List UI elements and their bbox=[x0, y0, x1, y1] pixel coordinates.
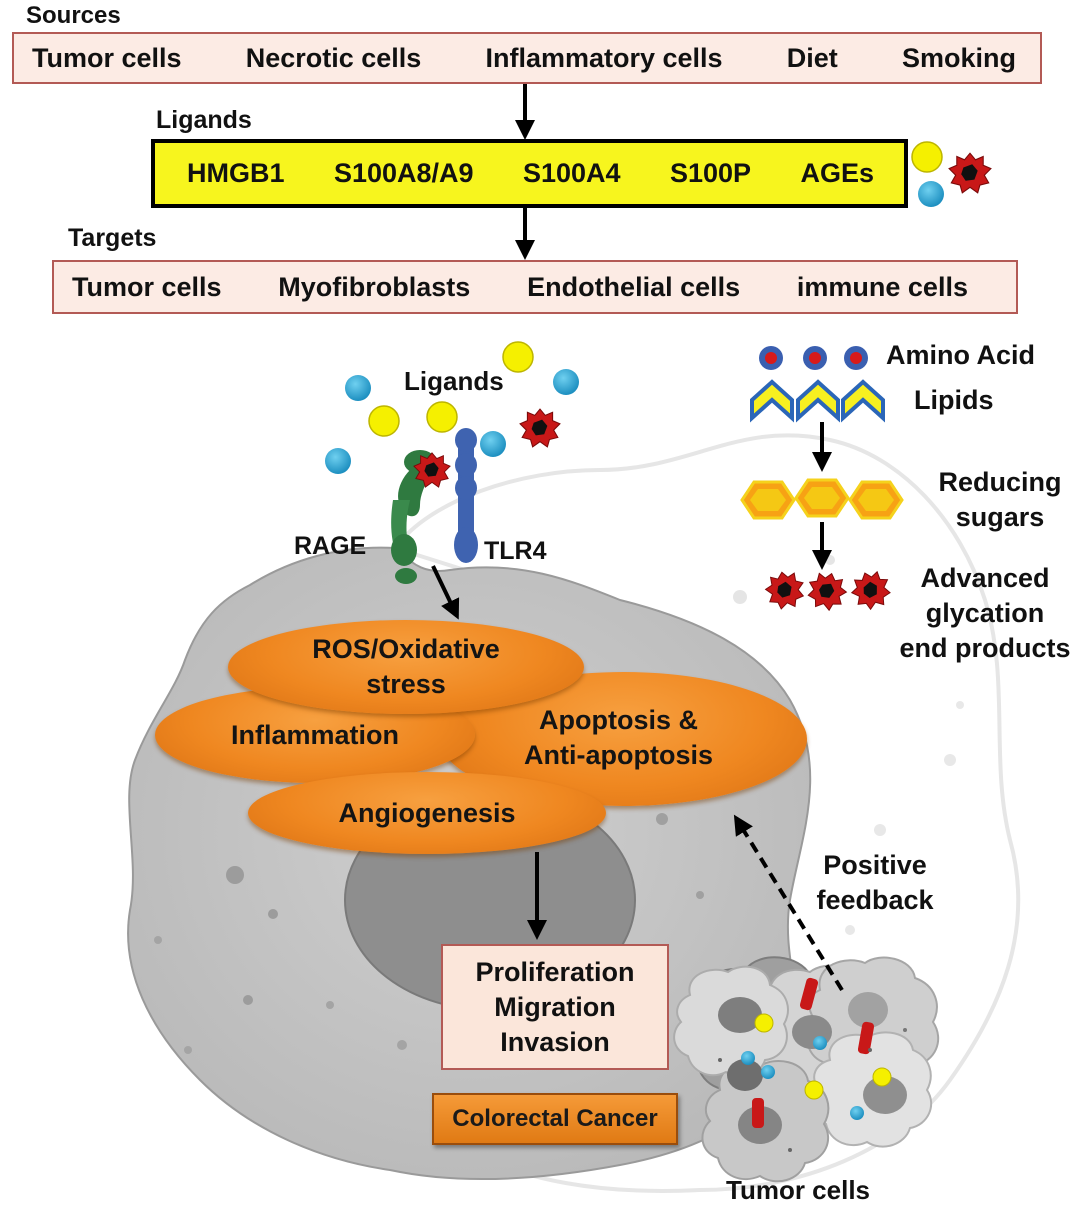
ligand-item: S100P bbox=[669, 158, 752, 188]
outcome-item: Invasion bbox=[500, 1026, 610, 1057]
advanced-line1: Advanced bbox=[920, 563, 1050, 593]
source-item: Inflammatory cells bbox=[485, 42, 723, 73]
sources-box: Tumor cells Necrotic cells Inflammatory … bbox=[12, 32, 1042, 84]
ligand-item: S100A8/A9 bbox=[333, 158, 474, 188]
amino-acid-icons bbox=[759, 346, 868, 370]
reducing-line1: Reducing bbox=[938, 467, 1062, 497]
lipid-icons bbox=[750, 380, 885, 420]
targets-title: Targets bbox=[68, 224, 157, 252]
outcome-item: Proliferation bbox=[475, 956, 635, 987]
legend-age-ligand bbox=[948, 152, 992, 194]
source-item: Necrotic cells bbox=[245, 42, 422, 73]
reducing-sugars-label: Reducing sugars bbox=[920, 465, 1080, 535]
tlr4-label: TLR4 bbox=[484, 537, 547, 565]
ligands-box: HMGB1 S100A8/A9 S100A4 S100P AGEs bbox=[151, 139, 908, 208]
colorectal-cancer-label: Colorectal Cancer bbox=[452, 1105, 658, 1132]
target-item: Endothelial cells bbox=[527, 271, 741, 302]
colorectal-cancer-box: Colorectal Cancer bbox=[432, 1093, 678, 1145]
advanced-line3: end products bbox=[899, 633, 1071, 663]
reducing-sugar-icons bbox=[740, 478, 904, 520]
target-item: Myofibroblasts bbox=[278, 271, 471, 302]
receptor-to-ros-arrow bbox=[431, 565, 460, 620]
ros-line1: ROS/Oxidative bbox=[312, 634, 500, 664]
tlr4-receptor bbox=[454, 428, 478, 563]
advanced-line2: glycation bbox=[925, 598, 1045, 628]
rage-receptor bbox=[391, 450, 451, 584]
positive-feedback-label: Positive feedback bbox=[800, 848, 950, 918]
apoptosis-line2: Anti-apoptosis bbox=[524, 740, 713, 770]
inflammation-label: Inflammation bbox=[230, 719, 399, 750]
tumor-cells-label: Tumor cells bbox=[726, 1175, 871, 1205]
apoptosis-line1: Apoptosis & bbox=[539, 705, 698, 735]
amino-acid-label: Amino Acid bbox=[886, 340, 1036, 370]
source-item: Tumor cells bbox=[32, 42, 182, 73]
outcomes-box: Proliferation Migration Invasion bbox=[441, 944, 669, 1070]
ligand-item: HMGB1 bbox=[187, 158, 285, 188]
target-item: immune cells bbox=[796, 271, 968, 302]
legend-blue-ligand bbox=[918, 181, 944, 207]
feedback-line1: Positive bbox=[823, 850, 927, 880]
feedback-line2: feedback bbox=[816, 885, 934, 915]
outcome-item: Migration bbox=[494, 991, 616, 1022]
targets-box: Tumor cells Myofibroblasts Endothelial c… bbox=[52, 260, 1018, 314]
reducing-line2: sugars bbox=[955, 502, 1045, 532]
sources-title: Sources bbox=[26, 2, 121, 29]
ligands-title: Ligands bbox=[156, 106, 252, 134]
angiogenesis-label: Angiogenesis bbox=[338, 797, 516, 828]
ligand-item: S100A4 bbox=[522, 158, 621, 188]
ros-line2: stress bbox=[366, 669, 446, 699]
ligand-item: AGEs bbox=[800, 158, 874, 188]
source-item: Smoking bbox=[901, 42, 1016, 73]
age-products-label: Advanced glycation end products bbox=[890, 561, 1080, 666]
lipids-label: Lipids bbox=[914, 385, 994, 415]
tumor-cell-cluster bbox=[673, 956, 940, 1183]
source-item: Diet bbox=[786, 42, 838, 73]
legend-yellow-ligand bbox=[911, 141, 943, 173]
positive-feedback-arrow bbox=[733, 814, 844, 992]
angiogenesis-ellipse: Angiogenesis bbox=[248, 772, 606, 854]
target-item: Tumor cells bbox=[72, 271, 222, 302]
rage-label: RAGE bbox=[294, 532, 367, 560]
ligands-label: Ligands bbox=[404, 366, 504, 396]
ros-ellipse: ROS/Oxidative stress bbox=[228, 620, 584, 714]
